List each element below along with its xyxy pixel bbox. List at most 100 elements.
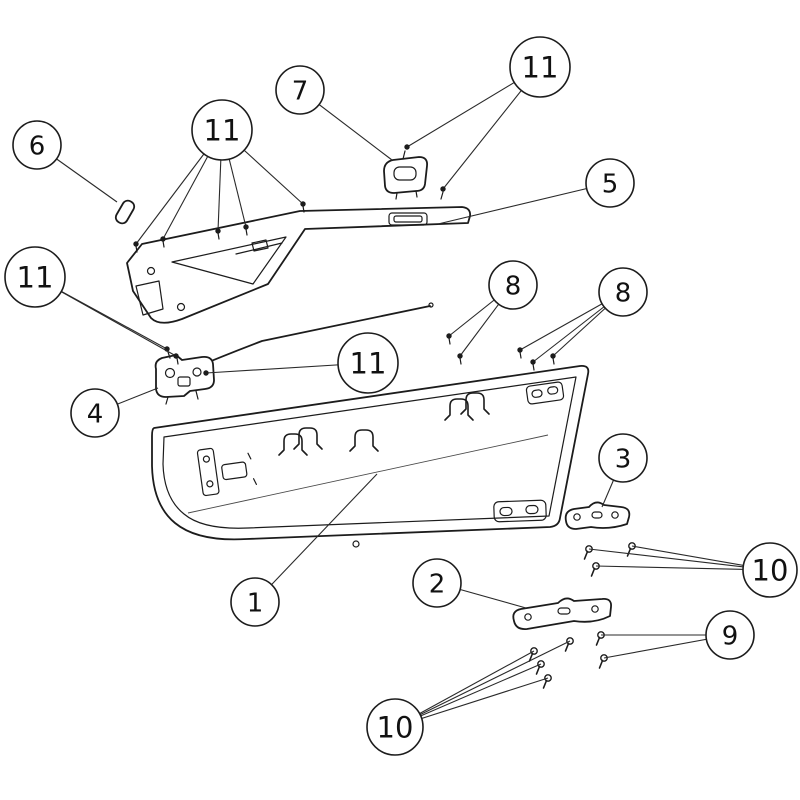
rail-slot [388,212,428,226]
hinge3-slot [591,511,603,519]
callout-11-left-circle [4,246,66,308]
callout-6-label: 6 [29,131,46,161]
callout-1-circle [230,577,280,627]
leader-endpoint-dot [517,347,523,353]
leader-endpoint-dot [300,201,306,207]
callout-11-top-left: 11 [191,99,253,161]
upper-bracket-cutout [171,236,287,285]
leader-line [595,565,771,571]
callout-9-circle [705,610,755,660]
left-bracket-hole [206,480,214,488]
callout-4-circle [70,388,120,438]
panel-top-screw-shafts [448,337,555,371]
callout-3-circle [598,433,648,483]
callout-11-mid: 11 [337,332,399,394]
callout-6: 6 [12,120,62,170]
latch-outline [154,354,215,398]
upper-bracket-outline [126,206,471,324]
leader-endpoint-dot [203,370,209,376]
bracket-hole [176,302,186,312]
callout-9-label: 9 [722,621,739,651]
callout-3-label: 3 [615,444,632,474]
callout-8-left-label: 8 [505,271,522,301]
screw [590,561,601,577]
hinge2-slot [557,607,571,615]
callout-10-bottom-circle [366,698,424,756]
plate-slot [531,389,543,398]
callout-9: 9 [705,610,755,660]
callout-8-left: 8 [488,260,538,310]
left-bracket-strip [196,447,220,497]
clip-legs-and-screws [395,150,444,200]
leader-endpoint-dot [404,144,410,150]
callout-5-circle [585,158,635,208]
leader-endpoint-dot [446,333,452,339]
bracket-mid-detail [235,239,283,255]
callout-8-left-circle [488,260,538,310]
hinge3-outline [564,501,631,530]
hinge2-hole [524,613,532,621]
leader-endpoint-dot [550,353,556,359]
rail-slot-inner [393,215,423,223]
upper-bracket-tab [135,280,164,316]
callout-2-circle [412,558,462,608]
callout-11-top-right: 11 [509,36,571,98]
rod-end [428,302,434,308]
panel-crease-line [187,434,549,514]
leader-endpoint-dot [215,228,221,234]
callout-11-top-right-circle [509,36,571,98]
screw [598,653,609,669]
callout-11-top-right-label: 11 [522,50,559,84]
callout-2-label: 2 [429,569,446,599]
hinge3-hole [573,513,581,521]
hinge-part-3 [564,501,637,577]
callout-11-mid-label: 11 [350,346,387,380]
callout-3: 3 [598,433,648,483]
callout-1-label: 1 [247,588,264,618]
callout-10-bottom-label: 10 [377,710,414,744]
clip-slot [393,166,417,181]
screw [595,630,606,646]
bracket-screw-shafts [135,205,305,253]
callout-8-right-label: 8 [615,278,632,308]
latch-legs-and-screws [165,351,199,405]
panel-left-bracket [196,447,258,497]
left-bracket-screws [247,452,258,485]
leader-endpoint-dot [160,236,166,242]
latch-detail [177,376,191,387]
callout-11-left: 11 [4,246,66,308]
plate-slot [525,504,539,515]
plate-slot [547,386,559,395]
hinge3-hole [611,511,619,519]
clip-outline [383,156,428,194]
left-bracket-hole [202,455,210,463]
latch-hole [164,367,176,379]
panel-slotted-plate-bottom [493,499,547,523]
callout-4-label: 4 [87,399,104,429]
leader-line [437,182,611,225]
callout-5-label: 5 [602,169,619,199]
callout-7: 7 [275,65,325,115]
plate-slot [499,506,513,517]
panel-bottom-hole [352,540,360,548]
screw [535,659,546,675]
callout-10-right: 10 [742,542,798,598]
callout-11-mid-circle [337,332,399,394]
latch-bracket-part-4 [154,351,215,405]
callout-4: 4 [70,388,120,438]
screw [583,544,594,560]
leader-line [254,473,378,603]
leader-line [588,548,771,571]
door-panel-part-1 [151,337,590,548]
guide-clip-part-7 [383,150,444,200]
latch-hole [192,367,202,377]
bracket-hole [146,266,156,276]
callout-11-top-left-circle [191,99,253,161]
leader-endpoint-dot [440,186,446,192]
callout-10-right-circle [742,542,798,598]
plate-outline [525,381,565,405]
callout-2: 2 [412,558,462,608]
screw [542,673,553,689]
